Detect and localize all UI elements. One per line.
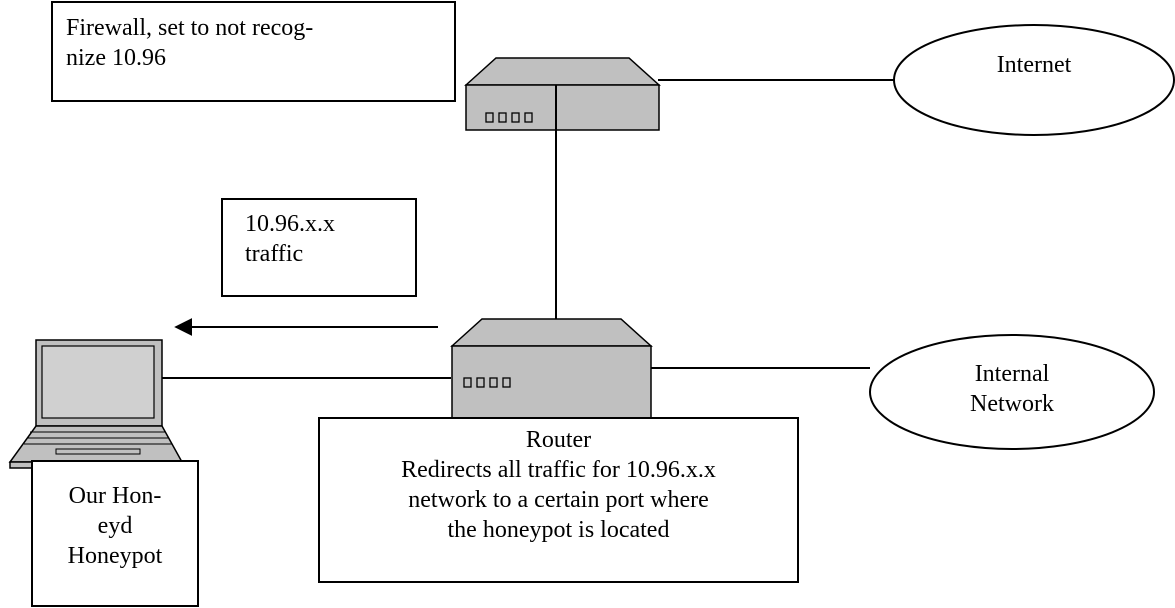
internal-network-ellipse [869, 334, 1155, 450]
firewall-note-box [51, 1, 456, 102]
firewall-device-icon [464, 57, 661, 131]
internet-ellipse [893, 24, 1175, 136]
router-note-title: Router [525, 427, 592, 453]
firewall-note-line2: nize 10.96 [66, 45, 166, 71]
firewall-note-line1: Firewall, set to not recog- [66, 15, 314, 41]
router-device-icon [450, 318, 653, 421]
internal-network-label: Internal Network [932, 359, 1092, 419]
traffic-note-line1: 10.96.x.x [245, 211, 335, 237]
traffic-note: 10.96.x.x traffic [245, 209, 410, 269]
router-note-box [318, 417, 799, 583]
honeypot-note: Our Hon- eyd Honeypot [33, 481, 197, 571]
router-note-line2: network to a certain port where [408, 487, 709, 513]
honeypot-note-line1: Our Hon- [68, 483, 162, 509]
internal-network-line1: Internal [974, 361, 1050, 387]
honeypot-note-line3: Honeypot [67, 543, 163, 569]
router-note-line1: Redirects all traffic for 10.96.x.x [401, 457, 716, 483]
router-note-line3: the honeypot is located [447, 517, 670, 543]
honeypot-note-box [31, 460, 199, 607]
honeypot-note-line2: eyd [97, 513, 133, 539]
firewall-note: Firewall, set to not recog- nize 10.96 [66, 13, 446, 73]
internal-network-line2: Network [970, 391, 1054, 417]
router-note: Router Redirects all traffic for 10.96.x… [320, 425, 797, 545]
laptop-icon [8, 339, 184, 469]
internet-label-text: Internet [996, 52, 1072, 78]
internet-label: Internet [954, 50, 1114, 80]
traffic-note-box [221, 198, 417, 297]
traffic-note-line2: traffic [245, 241, 304, 267]
